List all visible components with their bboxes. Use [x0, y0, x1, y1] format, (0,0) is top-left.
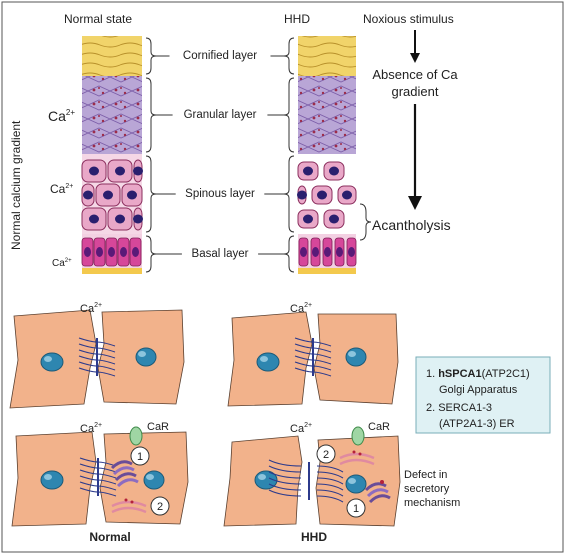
golgi-hhd — [364, 480, 391, 504]
legend-item1-line2: Golgi Apparatus — [439, 384, 518, 396]
hhd-epidermis — [297, 36, 357, 274]
car-receptor-normal — [129, 426, 143, 446]
car-label-normal: CaR — [147, 421, 169, 433]
defect-line-3: mechanism — [404, 497, 460, 509]
legend-item1: 1.hSPCA1(ATP2C1) — [426, 368, 530, 380]
normal-bottom-label: Normal — [89, 530, 130, 544]
hhd-bottom-label: HHD — [301, 530, 327, 544]
golgi-normal — [110, 460, 139, 488]
layer-label-spinous: Spinous layer — [185, 188, 255, 200]
defect-line-1: Defect in — [404, 469, 447, 481]
circle-1-normal — [130, 446, 150, 466]
defect-line-2: secretory — [404, 483, 450, 495]
circle-1-hhd-text: 1 — [353, 503, 359, 515]
normal-cell-pair-top — [9, 309, 185, 409]
circle-2-hhd — [316, 444, 336, 464]
ca-label-normal-2: Ca2+ — [80, 422, 102, 435]
layer-label-cornified: Cornified layer — [183, 50, 257, 62]
hhd-cell-pair-top — [227, 311, 399, 407]
circle-1-hhd — [346, 498, 366, 518]
normal-state-label: Normal state — [64, 12, 132, 26]
er-hhd — [339, 450, 375, 466]
circle-2-normal — [150, 496, 170, 516]
ca-label-normal-1: Ca2+ — [80, 302, 102, 315]
ca-label-top: Ca2+ — [48, 108, 75, 124]
absence-label-line2: gradient — [392, 84, 439, 99]
normal-epidermis — [81, 36, 143, 274]
car-label-hhd: CaR — [368, 421, 390, 433]
legend-box: 1.hSPCA1(ATP2C1) Golgi Apparatus 2.SERCA… — [415, 356, 551, 434]
normal-cell-pair-bottom: 1 2 — [11, 426, 189, 527]
noxious-stimulus-label: Noxious stimulus — [363, 12, 454, 26]
noxious-arrow — [410, 30, 420, 63]
layer-label-basal: Basal layer — [192, 248, 249, 260]
layer-label-granular: Granular layer — [184, 109, 257, 121]
ca-label-hhd-1: Ca2+ — [290, 302, 312, 315]
absence-arrow — [408, 104, 422, 210]
hhd-top-label: HHD — [284, 12, 310, 26]
car-receptor-hhd — [351, 426, 365, 446]
ca-label-hhd-2: Ca2+ — [290, 422, 312, 435]
ca-label-middle: Ca2+ — [50, 182, 73, 196]
hhd-cell-pair-bottom: 2 1 — [223, 426, 401, 527]
acantholysis-brace — [359, 203, 372, 241]
absence-label-line1: Absence of Ca — [372, 67, 458, 82]
legend-item2-line2: (ATP2A1-3) ER — [439, 418, 515, 430]
ca-label-bottom: Ca2+ — [52, 258, 72, 269]
acantholysis-label: Acantholysis — [372, 217, 451, 233]
circle-2-hhd-text: 2 — [323, 449, 329, 461]
calcium-gradient-label: Normal calcium gradient — [9, 120, 23, 250]
circle-1-normal-text: 1 — [137, 451, 143, 463]
er-normal — [111, 498, 147, 514]
legend-item2: 2.SERCA1-3 — [426, 402, 492, 414]
circle-2-normal-text: 2 — [157, 501, 163, 513]
